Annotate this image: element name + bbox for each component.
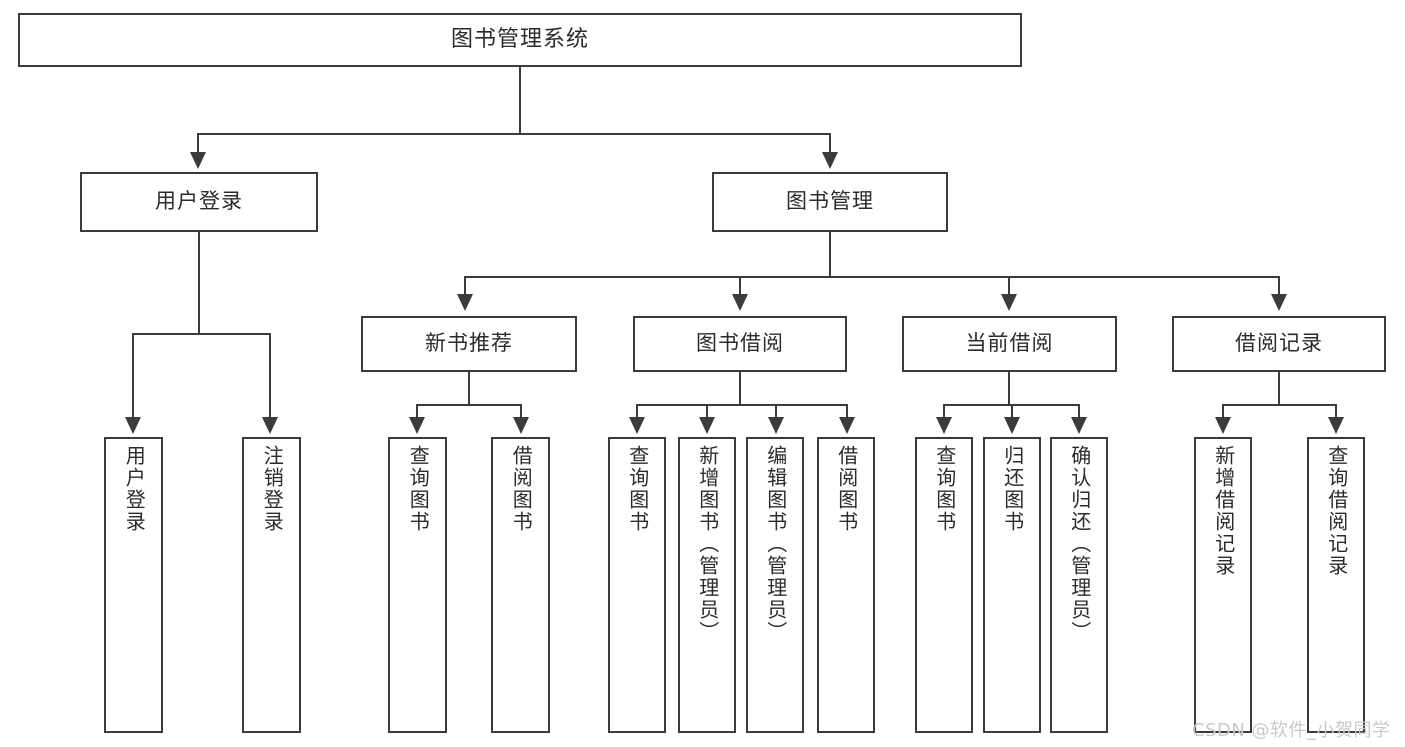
node-label: 借阅记录 [1235, 331, 1323, 356]
connector-book-borrow-stem [739, 372, 741, 406]
leaf-label: 查询图书 [932, 445, 957, 533]
leaf-label: 注销登录 [260, 445, 285, 533]
leaf-label: 新增借阅记录 [1211, 445, 1236, 577]
connector-user-login-bus [132, 333, 270, 335]
connector-new-book-child-2 [520, 404, 522, 418]
connector-book-borrow-child-1 [636, 404, 638, 418]
leaf-user-login[interactable]: 用户登录 [104, 437, 163, 733]
connector-borrow-record-child-1 [1222, 404, 1224, 418]
leaf-query-book-new[interactable]: 查询图书 [388, 437, 447, 733]
leaf-label: 查询图书 [625, 445, 650, 533]
connector-current-borrow-child-2 [1011, 404, 1013, 418]
connector-to-current-borrow [1008, 276, 1010, 295]
connector-user-login-child-1 [132, 333, 134, 418]
arrowhead-book-borrow-child-4 [839, 417, 855, 434]
leaf-confirm-return-admin[interactable]: 确认归还（管理员） [1050, 437, 1108, 733]
leaf-add-borrow-record[interactable]: 新增借阅记录 [1194, 437, 1252, 733]
arrowhead-user-login-child-2 [262, 417, 278, 434]
arrowhead-current-borrow-child-3 [1071, 417, 1087, 434]
connector-level2-bus [198, 133, 831, 135]
leaf-label: 确认归还（管理员） [1067, 445, 1092, 643]
node-book-borrow[interactable]: 图书借阅 [633, 316, 847, 372]
leaf-label: 查询图书 [406, 445, 431, 533]
node-label: 图书管理 [786, 189, 874, 214]
arrowhead-to-new-book [457, 294, 473, 311]
leaf-label: 编辑图书（管理员） [763, 445, 788, 643]
arrowhead-book-borrow-child-3 [768, 417, 784, 434]
leaf-label: 归还图书 [1000, 445, 1025, 533]
arrowhead-to-book-borrow [732, 294, 748, 311]
arrowhead-to-user-login [190, 152, 206, 169]
connector-book-borrow-child-4 [846, 404, 848, 418]
node-book-management[interactable]: 图书管理 [712, 172, 948, 232]
node-label: 用户登录 [155, 189, 243, 214]
connector-book-borrow-child-2 [706, 404, 708, 418]
connector-new-book-stem [468, 372, 470, 406]
node-user-login[interactable]: 用户登录 [80, 172, 318, 232]
connector-borrow-record-bus [1222, 404, 1337, 406]
leaf-return-book[interactable]: 归还图书 [983, 437, 1041, 733]
connector-to-borrow-record [1278, 276, 1280, 295]
connector-book-manage-stem [829, 232, 831, 278]
leaf-label: 借阅图书 [834, 445, 859, 533]
connector-current-borrow-child-1 [943, 404, 945, 418]
leaf-query-book-borrow[interactable]: 查询图书 [608, 437, 666, 733]
arrowhead-to-current-borrow [1001, 294, 1017, 311]
arrowhead-user-login-child-1 [125, 417, 141, 434]
connector-book-borrow-child-3 [775, 404, 777, 418]
node-label: 当前借阅 [965, 331, 1054, 356]
leaf-label: 新增图书（管理员） [695, 445, 720, 643]
leaf-borrow-book-new[interactable]: 借阅图书 [491, 437, 550, 733]
connector-to-book-manage [829, 133, 831, 153]
leaf-query-book-current[interactable]: 查询图书 [915, 437, 973, 733]
arrowhead-book-borrow-child-1 [629, 417, 645, 434]
leaf-logout[interactable]: 注销登录 [242, 437, 301, 733]
connector-current-borrow-child-3 [1078, 404, 1080, 418]
leaf-label: 借阅图书 [509, 445, 534, 533]
connector-user-login-stem [198, 232, 200, 335]
connector-root-stem [519, 67, 521, 135]
arrowhead-book-borrow-child-2 [699, 417, 715, 434]
connector-borrow-record-child-2 [1335, 404, 1337, 418]
node-current-borrow[interactable]: 当前借阅 [902, 316, 1117, 372]
connector-new-book-bus [416, 404, 522, 406]
watermark-credit: CSDN @软件_小贺同学 [1192, 720, 1391, 741]
node-label: 新书推荐 [425, 331, 513, 356]
node-borrow-record[interactable]: 借阅记录 [1172, 316, 1386, 372]
arrowhead-borrow-record-child-2 [1328, 417, 1344, 434]
connector-to-user-login [197, 133, 199, 153]
connector-current-borrow-stem [1008, 372, 1010, 406]
leaf-edit-book-admin[interactable]: 编辑图书（管理员） [746, 437, 804, 733]
connector-level3-bus [464, 276, 1280, 278]
leaf-add-book-admin[interactable]: 新增图书（管理员） [678, 437, 736, 733]
leaf-label: 查询借阅记录 [1324, 445, 1349, 577]
connector-book-borrow-bus [636, 404, 848, 406]
node-new-book-recommend[interactable]: 新书推荐 [361, 316, 577, 372]
connector-new-book-child-1 [416, 404, 418, 418]
arrowhead-current-borrow-child-1 [936, 417, 952, 434]
arrowhead-to-borrow-record [1271, 294, 1287, 311]
leaf-borrow-book[interactable]: 借阅图书 [817, 437, 875, 733]
node-label: 图书借阅 [696, 331, 784, 356]
node-root-library-system[interactable]: 图书管理系统 [18, 13, 1022, 67]
leaf-label: 用户登录 [122, 445, 147, 533]
connector-to-new-book [464, 276, 466, 295]
leaf-query-borrow-record[interactable]: 查询借阅记录 [1307, 437, 1365, 733]
connector-borrow-record-stem [1278, 372, 1280, 406]
arrowhead-new-book-child-2 [513, 417, 529, 434]
arrowhead-borrow-record-child-1 [1215, 417, 1231, 434]
arrowhead-to-book-manage [822, 152, 838, 169]
arrowhead-current-borrow-child-2 [1004, 417, 1020, 434]
node-label: 图书管理系统 [450, 26, 589, 52]
connector-user-login-child-2 [269, 333, 271, 418]
connector-to-book-borrow [739, 276, 741, 295]
arrowhead-new-book-child-1 [409, 417, 425, 434]
